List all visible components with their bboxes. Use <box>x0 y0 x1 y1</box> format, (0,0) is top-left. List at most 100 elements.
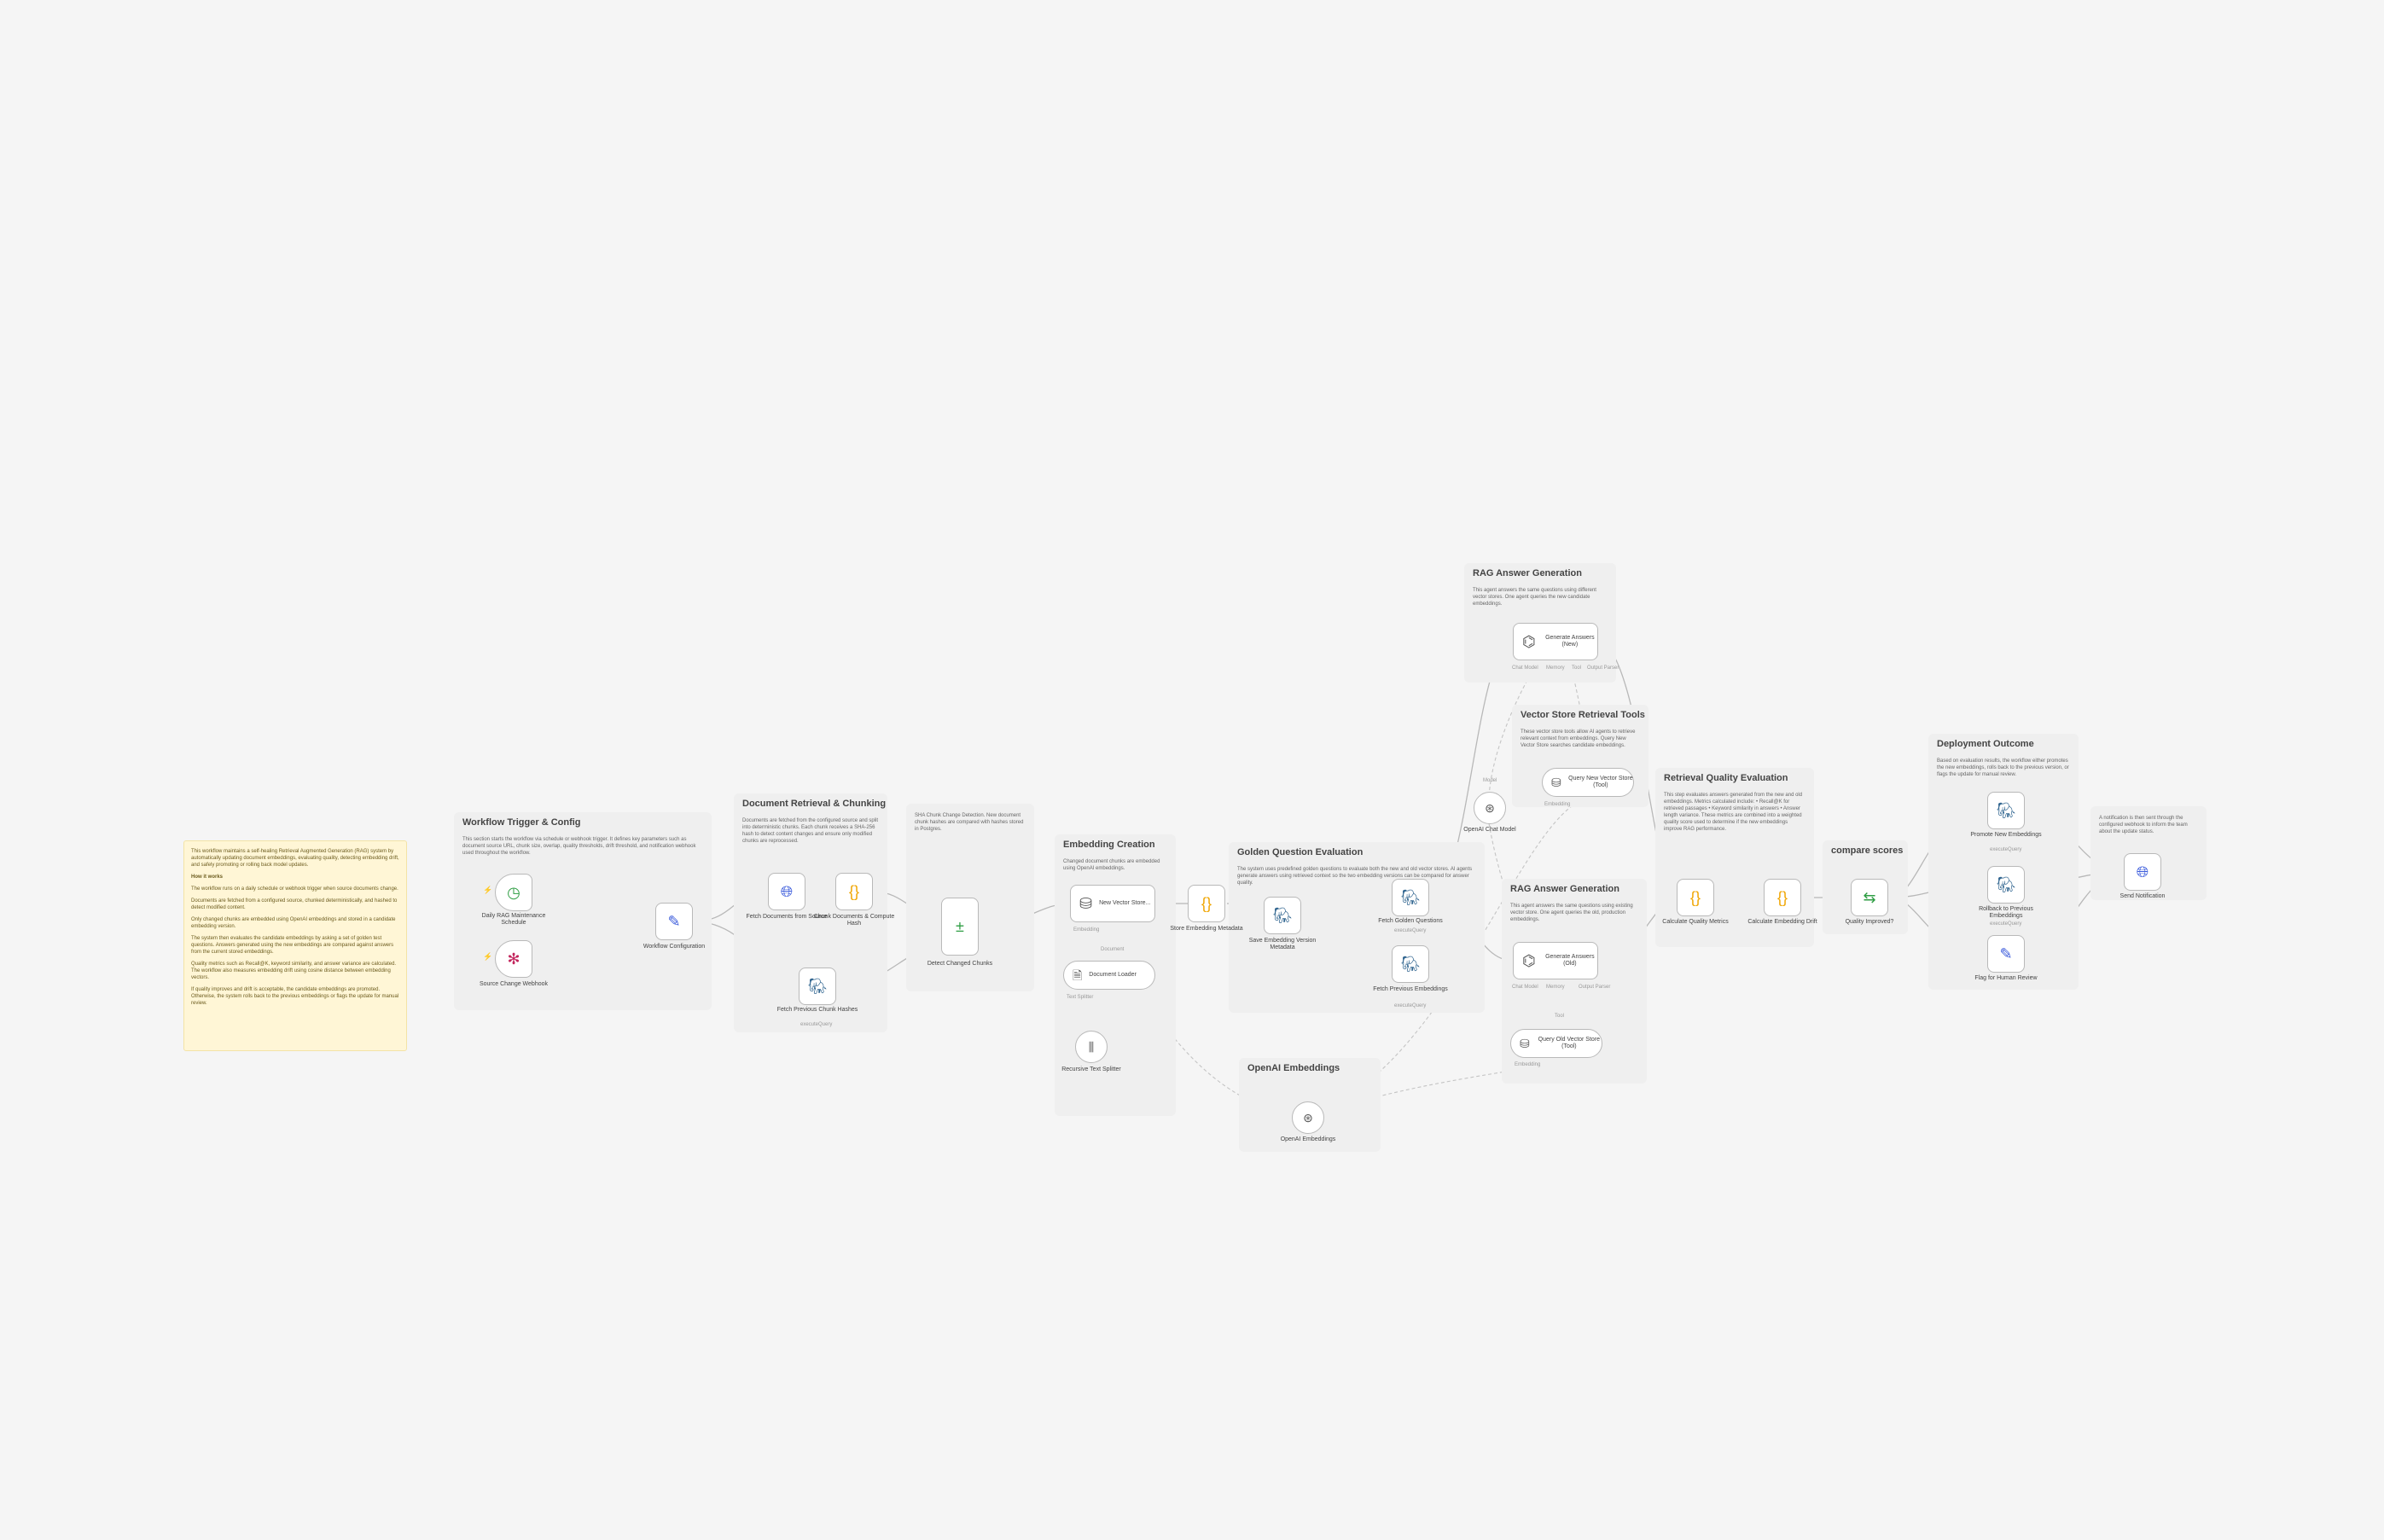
group-description: The system uses predefined golden questi… <box>1237 867 1473 886</box>
node-label: Save Embedding Version Metadata <box>1248 938 1317 950</box>
node-rollback-previous-embeddings[interactable]: 🐘︎ <box>1987 866 2025 904</box>
pin-label: Document <box>1101 947 1125 952</box>
pin-label: Chat Model <box>1512 665 1538 671</box>
node-label: Generate Answers (Old) <box>1545 954 1595 967</box>
note-heading: How it works <box>191 875 224 880</box>
node-openai-embeddings[interactable]: ⊛ <box>1292 1101 1324 1134</box>
group-retrieval-quality[interactable]: Retrieval Quality Evaluation This step e… <box>1655 768 1814 947</box>
globe-icon: 🌐︎ <box>780 883 794 900</box>
group-description: This section starts the workflow via sch… <box>462 837 696 856</box>
pin-label: Text Splitter <box>1067 995 1094 1000</box>
pencil-icon: ✎ <box>1999 945 2013 962</box>
node-label: Workflow Configuration <box>643 944 706 950</box>
webhook-icon: ✻ <box>507 950 520 968</box>
pin-label: Chat Model <box>1512 985 1538 990</box>
note-paragraph: The workflow runs on a daily schedule or… <box>191 886 398 892</box>
group-title: Embedding Creation <box>1063 840 1155 850</box>
node-label: Recursive Text Splitter <box>1061 1066 1121 1072</box>
group-sha-detection[interactable]: SHA Chunk Change Detection. New document… <box>906 804 1034 991</box>
elephant-icon: 🐘︎ <box>807 978 828 995</box>
node-label: OpenAI Embeddings <box>1280 1136 1336 1142</box>
node-send-notification[interactable]: 🌐︎ <box>2124 853 2161 891</box>
globe-icon: 🌐︎ <box>2136 863 2149 880</box>
node-label: Fetch Previous Chunk Hashes <box>776 1007 858 1013</box>
group-title: RAG Answer Generation <box>1510 884 1619 894</box>
node-quality-improved[interactable]: ⇆ <box>1851 879 1888 916</box>
elephant-icon: 🐘︎ <box>1400 889 1421 906</box>
node-calculate-quality-metrics[interactable]: {} <box>1677 879 1714 916</box>
node-document-loader[interactable]: 🗎︎ Document Loader <box>1063 961 1155 990</box>
trigger-bolt-icon: ⚡ <box>483 886 493 894</box>
group-title: Workflow Trigger & Config <box>462 817 581 828</box>
elephant-icon: 🐘︎ <box>1400 956 1421 973</box>
group-description: This agent answers the same questions us… <box>1510 904 1633 922</box>
elephant-icon: 🐘︎ <box>1996 802 2016 819</box>
openai-icon: ⊛ <box>1303 1111 1313 1124</box>
node-source-webhook[interactable]: ✻ <box>495 940 532 978</box>
node-label: Detect Changed Chunks <box>927 961 993 967</box>
node-operation-label: executeQuery <box>800 1022 833 1027</box>
code-icon: {} <box>1689 889 1701 906</box>
elephant-icon: 🐘︎ <box>1996 876 2016 893</box>
group-title: Deployment Outcome <box>1937 739 2034 749</box>
node-promote-new-embeddings[interactable]: 🐘︎ <box>1987 792 2025 829</box>
note-paragraph: The system then evaluates the candidate … <box>191 936 394 955</box>
group-title: Retrieval Quality Evaluation <box>1664 773 1788 783</box>
node-label: Rollback to Previous Embeddings <box>1979 906 2033 919</box>
group-title: OpenAI Embeddings <box>1247 1063 1340 1073</box>
note-paragraph: Documents are fetched from a configured … <box>191 898 398 910</box>
group-title: Vector Store Retrieval Tools <box>1521 710 1645 720</box>
node-new-vector-store[interactable]: ⛁ New Vector Store... <box>1070 885 1155 922</box>
node-flag-human-review[interactable]: ✎ <box>1987 935 2025 973</box>
node-label: Fetch Documents from Source <box>746 914 828 920</box>
node-label: Source Change Webhook <box>479 981 549 987</box>
node-label: Document Loader <box>1089 972 1137 978</box>
group-description: Documents are fetched from the configure… <box>742 818 879 844</box>
node-operation-label: executeQuery <box>1990 921 2022 927</box>
group-title: Golden Question Evaluation <box>1237 847 1364 857</box>
group-description: This step evaluates answers generated fr… <box>1664 793 1803 832</box>
node-daily-schedule[interactable]: ◷ <box>495 874 532 911</box>
group-title: compare scores <box>1831 846 1904 856</box>
code-icon: {} <box>1201 895 1212 912</box>
node-generate-answers-old[interactable]: ⌬ Generate Answers (Old) <box>1513 942 1598 979</box>
clock-icon: ◷ <box>507 884 520 901</box>
group-title: RAG Answer Generation <box>1473 568 1582 578</box>
pin-label: Embedding <box>1073 927 1100 933</box>
robot-icon: ⌬ <box>1522 633 1536 650</box>
node-fetch-previous-hashes[interactable]: 🐘︎ <box>799 968 836 1005</box>
compare-icon: ± <box>956 918 964 935</box>
node-calculate-embedding-drift[interactable]: {} <box>1764 879 1801 916</box>
group-title: Document Retrieval & Chunking <box>742 799 887 809</box>
node-label: Query New Vector Store (Tool) <box>1568 776 1633 788</box>
pin-label: Model <box>1483 778 1497 783</box>
database-icon: ⛁ <box>1520 1037 1530 1050</box>
node-label: Daily RAG Maintenance Schedule <box>481 913 546 926</box>
splitter-icon: ⫼ <box>1088 1040 1095 1054</box>
pin-label: Output Parser <box>1579 985 1611 990</box>
node-label: OpenAI Chat Model <box>1463 827 1516 833</box>
node-label: Chunk Documents & Compute Hash <box>813 914 895 927</box>
elephant-icon: 🐘︎ <box>1272 907 1293 924</box>
pin-label: Memory <box>1546 985 1565 990</box>
group-description: These vector store tools allow AI agents… <box>1521 729 1636 748</box>
node-generate-answers-new[interactable]: ⌬ Generate Answers (New) <box>1513 623 1598 660</box>
pin-label: Memory <box>1546 665 1565 671</box>
node-store-embedding-metadata[interactable]: {} <box>1188 885 1225 922</box>
node-query-new-vector-store[interactable]: ⛁ Query New Vector Store (Tool) <box>1542 768 1634 797</box>
node-detect-changed-chunks[interactable]: ± <box>941 898 979 956</box>
node-save-embedding-version-metadata[interactable]: 🐘︎ <box>1264 897 1301 934</box>
note-paragraph: Quality metrics such as Recall@K, keywor… <box>191 962 397 980</box>
node-recursive-text-splitter[interactable]: ⫼ <box>1075 1031 1108 1063</box>
node-fetch-documents[interactable]: 🌐︎ <box>768 873 805 910</box>
node-fetch-previous-embeddings[interactable]: 🐘︎ <box>1392 945 1429 983</box>
node-workflow-configuration[interactable]: ✎ <box>655 903 693 940</box>
node-label: Generate Answers (New) <box>1545 635 1595 648</box>
node-openai-chat-model[interactable]: ⊛ <box>1474 792 1506 824</box>
workflow-description-note[interactable]: This workflow maintains a self-healing R… <box>183 840 407 1051</box>
node-chunk-documents[interactable]: {} <box>835 873 873 910</box>
node-fetch-golden-questions[interactable]: 🐘︎ <box>1392 879 1429 916</box>
node-query-old-vector-store[interactable]: ⛁ Query Old Vector Store (Tool) <box>1510 1029 1602 1058</box>
pin-label: Tool <box>1572 665 1582 671</box>
